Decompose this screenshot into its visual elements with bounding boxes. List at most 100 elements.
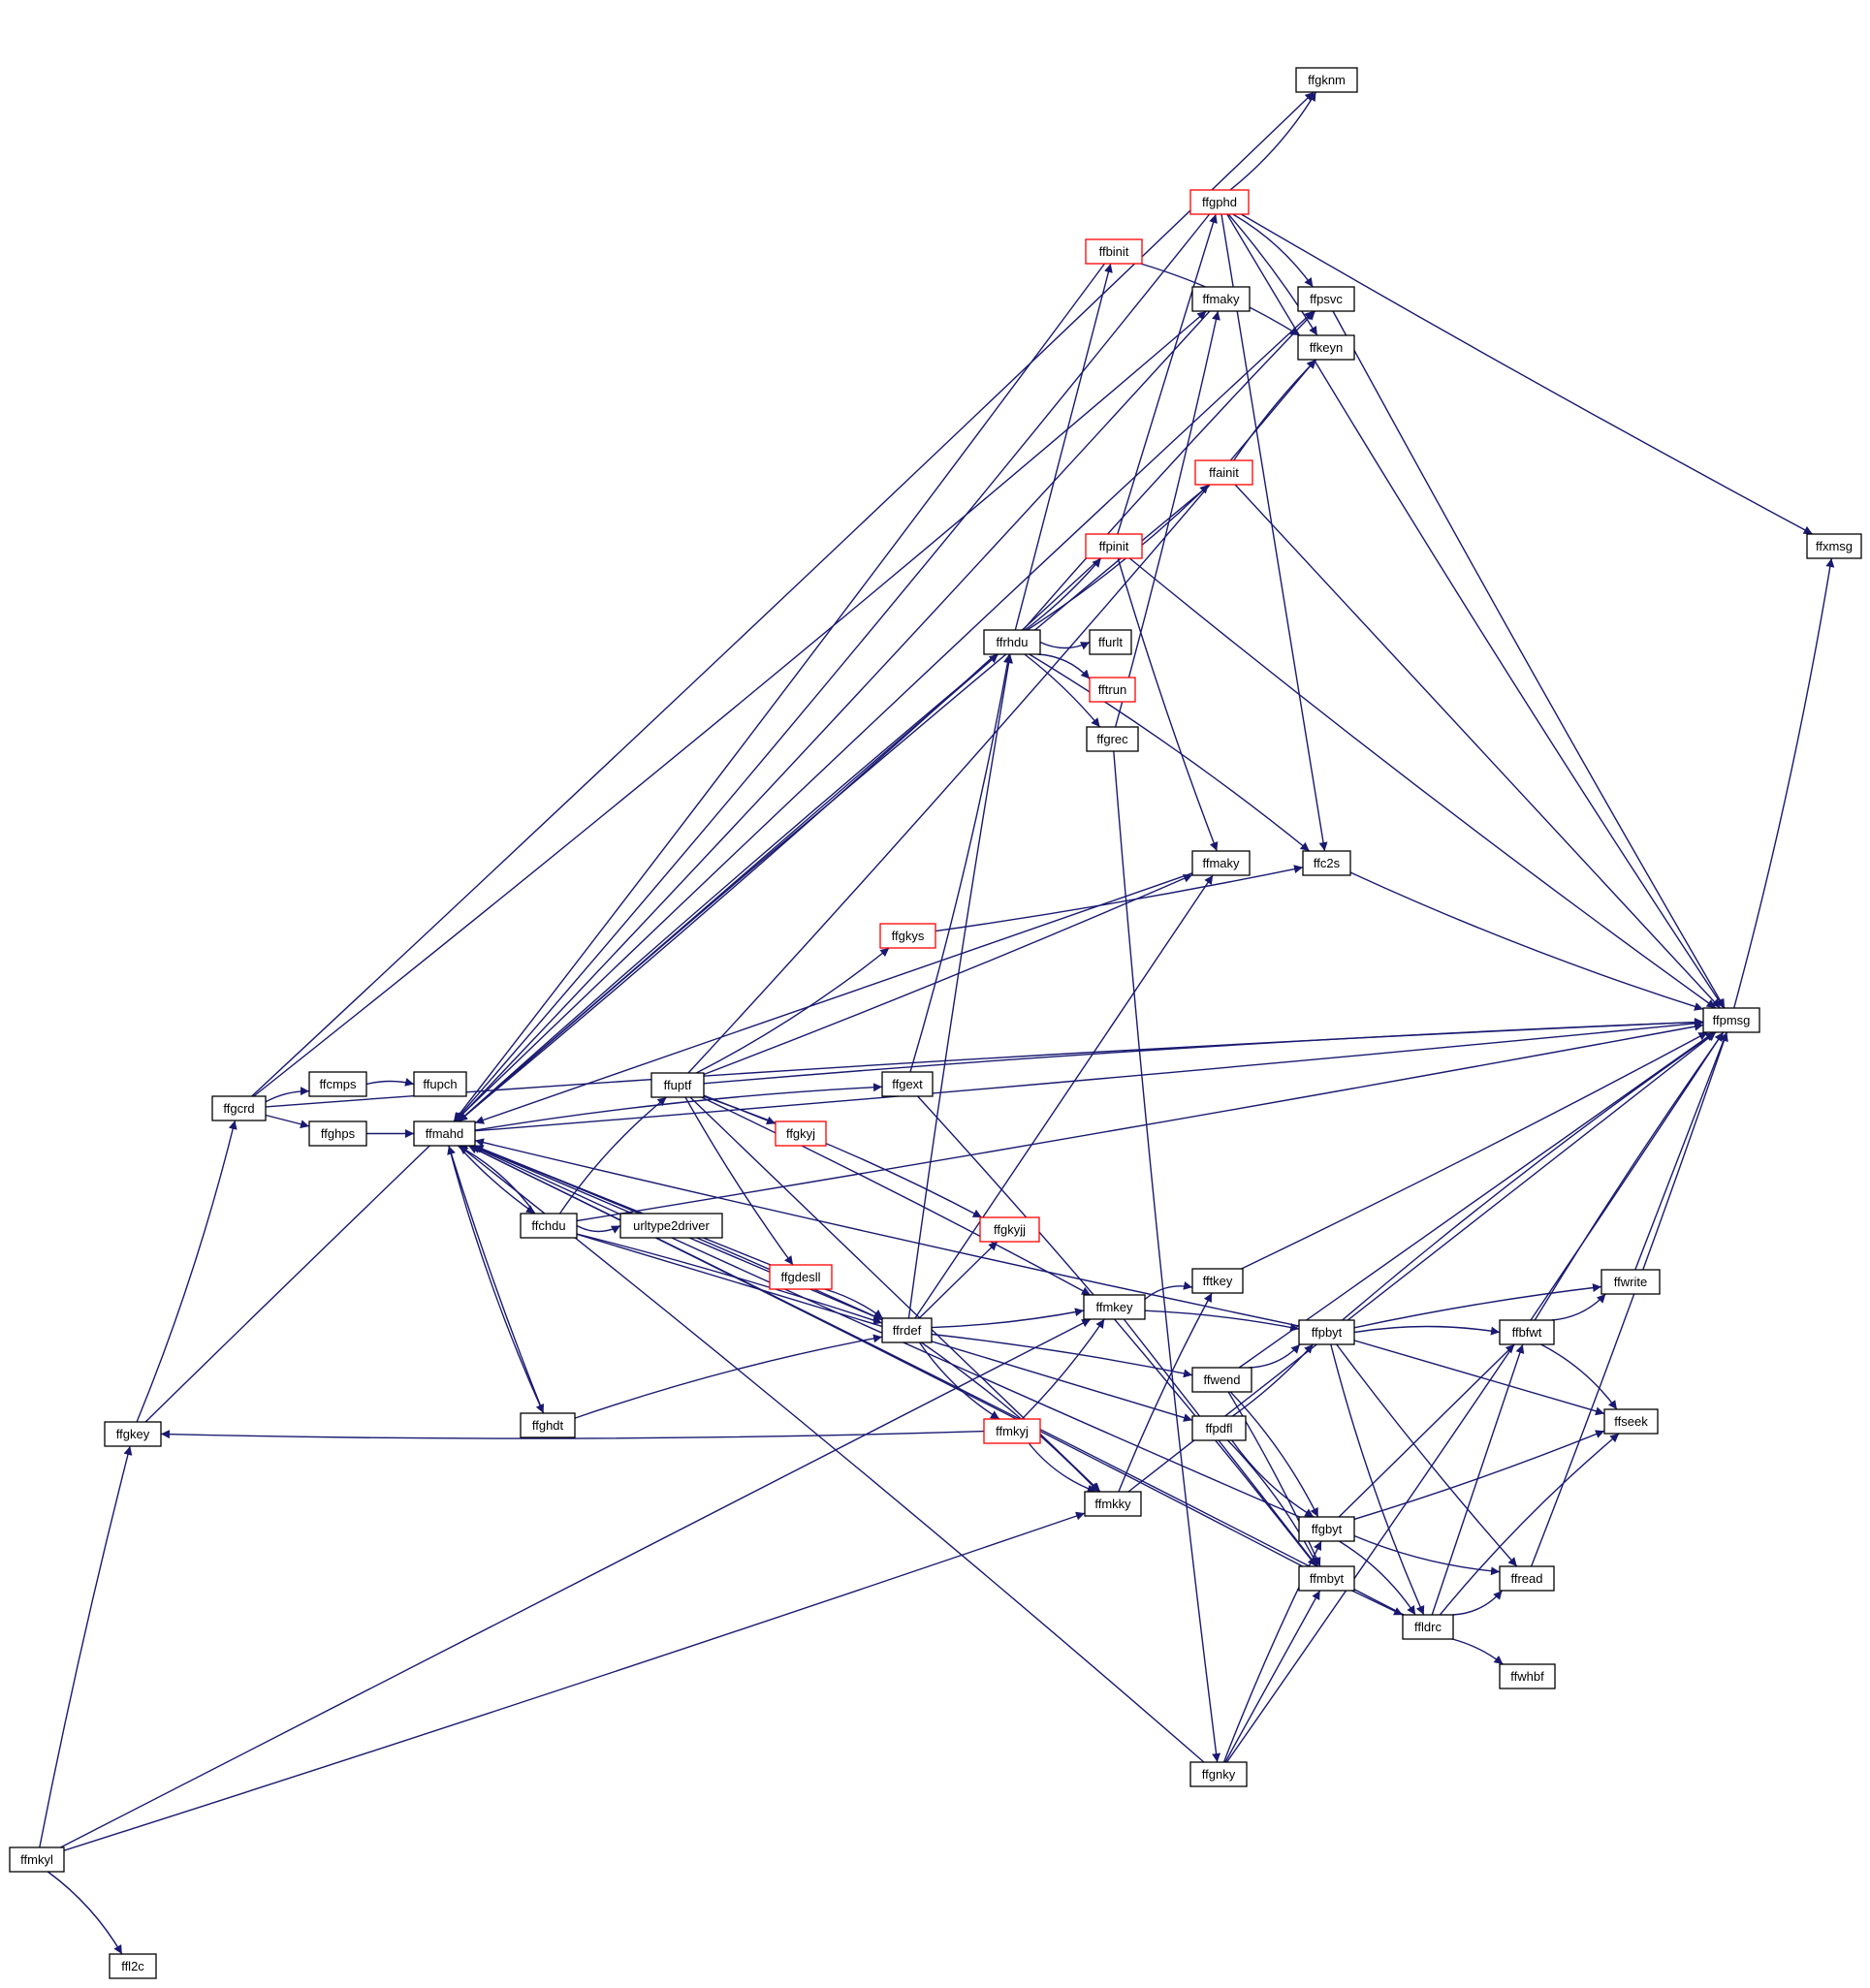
node-box[interactable] xyxy=(520,1213,578,1239)
node-ffgdesll[interactable]: ffgdesll xyxy=(769,1264,833,1290)
node-ffldrc[interactable]: ffldrc xyxy=(1402,1614,1454,1640)
node-box[interactable] xyxy=(879,923,936,949)
node-box[interactable] xyxy=(775,1120,827,1147)
node-box[interactable] xyxy=(1298,1565,1355,1592)
node-ffmaky_top[interactable]: ffmaky xyxy=(1191,286,1251,312)
node-ffwrite[interactable]: ffwrite xyxy=(1601,1269,1661,1295)
node-box[interactable] xyxy=(1191,1415,1247,1441)
node-ffgkyj[interactable]: ffgkyj xyxy=(775,1120,827,1147)
node-ffmaky_mid[interactable]: ffmaky xyxy=(1191,850,1251,876)
node-ffkeyn[interactable]: ffkeyn xyxy=(1297,334,1355,361)
node-ffc2s[interactable]: ffc2s xyxy=(1302,850,1351,876)
node-box[interactable] xyxy=(1086,726,1139,752)
node-ffpdfl[interactable]: ffpdfl xyxy=(1191,1415,1247,1441)
node-box[interactable] xyxy=(1298,1516,1355,1542)
node-urltype2driver[interactable]: urltype2driver xyxy=(619,1213,723,1239)
node-box[interactable] xyxy=(650,1072,705,1098)
node-ffwhbf[interactable]: ffwhbf xyxy=(1499,1663,1556,1689)
node-box[interactable] xyxy=(1189,189,1250,215)
node-ffmkyj[interactable]: ffmkyj xyxy=(983,1418,1041,1444)
node-box[interactable] xyxy=(109,1953,157,1979)
node-ffgcrd[interactable]: ffgcrd xyxy=(211,1095,267,1121)
node-box[interactable] xyxy=(413,1120,476,1147)
node-box[interactable] xyxy=(881,1071,934,1097)
node-box[interactable] xyxy=(881,1317,933,1343)
node-box[interactable] xyxy=(983,629,1041,655)
node-box[interactable] xyxy=(1089,629,1132,655)
node-box[interactable] xyxy=(1089,677,1136,703)
node-box[interactable] xyxy=(1191,1268,1244,1294)
node-box[interactable] xyxy=(1499,1565,1555,1592)
node-ffghdt[interactable]: ffghdt xyxy=(520,1412,576,1438)
node-ffread[interactable]: ffread xyxy=(1499,1565,1555,1592)
node-ffgrec[interactable]: ffgrec xyxy=(1086,726,1139,752)
node-box[interactable] xyxy=(1603,1408,1659,1435)
node-ffrdef[interactable]: ffrdef xyxy=(881,1317,933,1343)
node-box[interactable] xyxy=(1191,1367,1252,1393)
node-ffgphd[interactable]: ffgphd xyxy=(1189,189,1250,215)
node-ffpbyt[interactable]: ffpbyt xyxy=(1298,1319,1355,1345)
node-box[interactable] xyxy=(1085,533,1143,559)
node-box[interactable] xyxy=(1085,238,1143,265)
node-ffxmsg[interactable]: ffxmsg xyxy=(1806,533,1862,559)
node-box[interactable] xyxy=(1702,1007,1760,1033)
node-ffmkyl[interactable]: ffmkyl xyxy=(9,1846,65,1873)
node-box[interactable] xyxy=(9,1846,65,1873)
node-box[interactable] xyxy=(1297,334,1355,361)
node-ffmahd[interactable]: ffmahd xyxy=(413,1120,476,1147)
node-ffuptf[interactable]: ffuptf xyxy=(650,1072,705,1098)
node-box[interactable] xyxy=(1194,459,1253,486)
node-box[interactable] xyxy=(1499,1663,1556,1689)
node-ffurlt[interactable]: ffurlt xyxy=(1089,629,1132,655)
node-ffwend[interactable]: ffwend xyxy=(1191,1367,1252,1393)
node-box[interactable] xyxy=(211,1095,267,1121)
node-fftrun[interactable]: fftrun xyxy=(1089,677,1136,703)
node-box[interactable] xyxy=(1191,850,1251,876)
node-ffghps[interactable]: ffghps xyxy=(308,1120,367,1147)
node-ffgbyt[interactable]: ffgbyt xyxy=(1298,1516,1355,1542)
node-box[interactable] xyxy=(979,1216,1040,1243)
node-box[interactable] xyxy=(1083,1294,1146,1320)
node-box[interactable] xyxy=(1298,1319,1355,1345)
node-ffgkey[interactable]: ffgkey xyxy=(104,1421,162,1447)
node-ffmkky[interactable]: ffmkky xyxy=(1084,1491,1142,1517)
node-box[interactable] xyxy=(104,1421,162,1447)
node-ffgext[interactable]: ffgext xyxy=(881,1071,934,1097)
node-box[interactable] xyxy=(1191,286,1251,312)
node-ffchdu[interactable]: ffchdu xyxy=(520,1213,578,1239)
node-ffgkyjj[interactable]: ffgkyjj xyxy=(979,1216,1040,1243)
node-ffgkys[interactable]: ffgkys xyxy=(879,923,936,949)
node-box[interactable] xyxy=(1302,850,1351,876)
node-ffbfwt[interactable]: ffbfwt xyxy=(1499,1319,1555,1345)
node-ffl2c[interactable]: ffl2c xyxy=(109,1953,157,1979)
node-ffbinit[interactable]: ffbinit xyxy=(1085,238,1143,265)
node-ffupch[interactable]: ffupch xyxy=(413,1071,467,1097)
node-box[interactable] xyxy=(619,1213,723,1239)
node-ffgnky[interactable]: ffgnky xyxy=(1189,1761,1248,1787)
node-ffrhdu[interactable]: ffrhdu xyxy=(983,629,1041,655)
node-ffseek[interactable]: ffseek xyxy=(1603,1408,1659,1435)
node-ffmkey[interactable]: ffmkey xyxy=(1083,1294,1146,1320)
node-box[interactable] xyxy=(1084,1491,1142,1517)
node-box[interactable] xyxy=(1402,1614,1454,1640)
node-box[interactable] xyxy=(1297,286,1355,312)
node-box[interactable] xyxy=(983,1418,1041,1444)
node-box[interactable] xyxy=(308,1071,367,1097)
node-ffpsvc[interactable]: ffpsvc xyxy=(1297,286,1355,312)
node-fftkey[interactable]: fftkey xyxy=(1191,1268,1244,1294)
node-box[interactable] xyxy=(520,1412,576,1438)
node-ffainit[interactable]: ffainit xyxy=(1194,459,1253,486)
node-box[interactable] xyxy=(769,1264,833,1290)
node-box[interactable] xyxy=(1189,1761,1248,1787)
node-ffpinit[interactable]: ffpinit xyxy=(1085,533,1143,559)
node-box[interactable] xyxy=(413,1071,467,1097)
node-ffgknm[interactable]: ffgknm xyxy=(1295,67,1358,93)
node-box[interactable] xyxy=(1806,533,1862,559)
node-ffpmsg[interactable]: ffpmsg xyxy=(1702,1007,1760,1033)
node-box[interactable] xyxy=(308,1120,367,1147)
node-box[interactable] xyxy=(1601,1269,1661,1295)
node-ffmbyt[interactable]: ffmbyt xyxy=(1298,1565,1355,1592)
node-box[interactable] xyxy=(1295,67,1358,93)
node-box[interactable] xyxy=(1499,1319,1555,1345)
node-ffcmps[interactable]: ffcmps xyxy=(308,1071,367,1097)
